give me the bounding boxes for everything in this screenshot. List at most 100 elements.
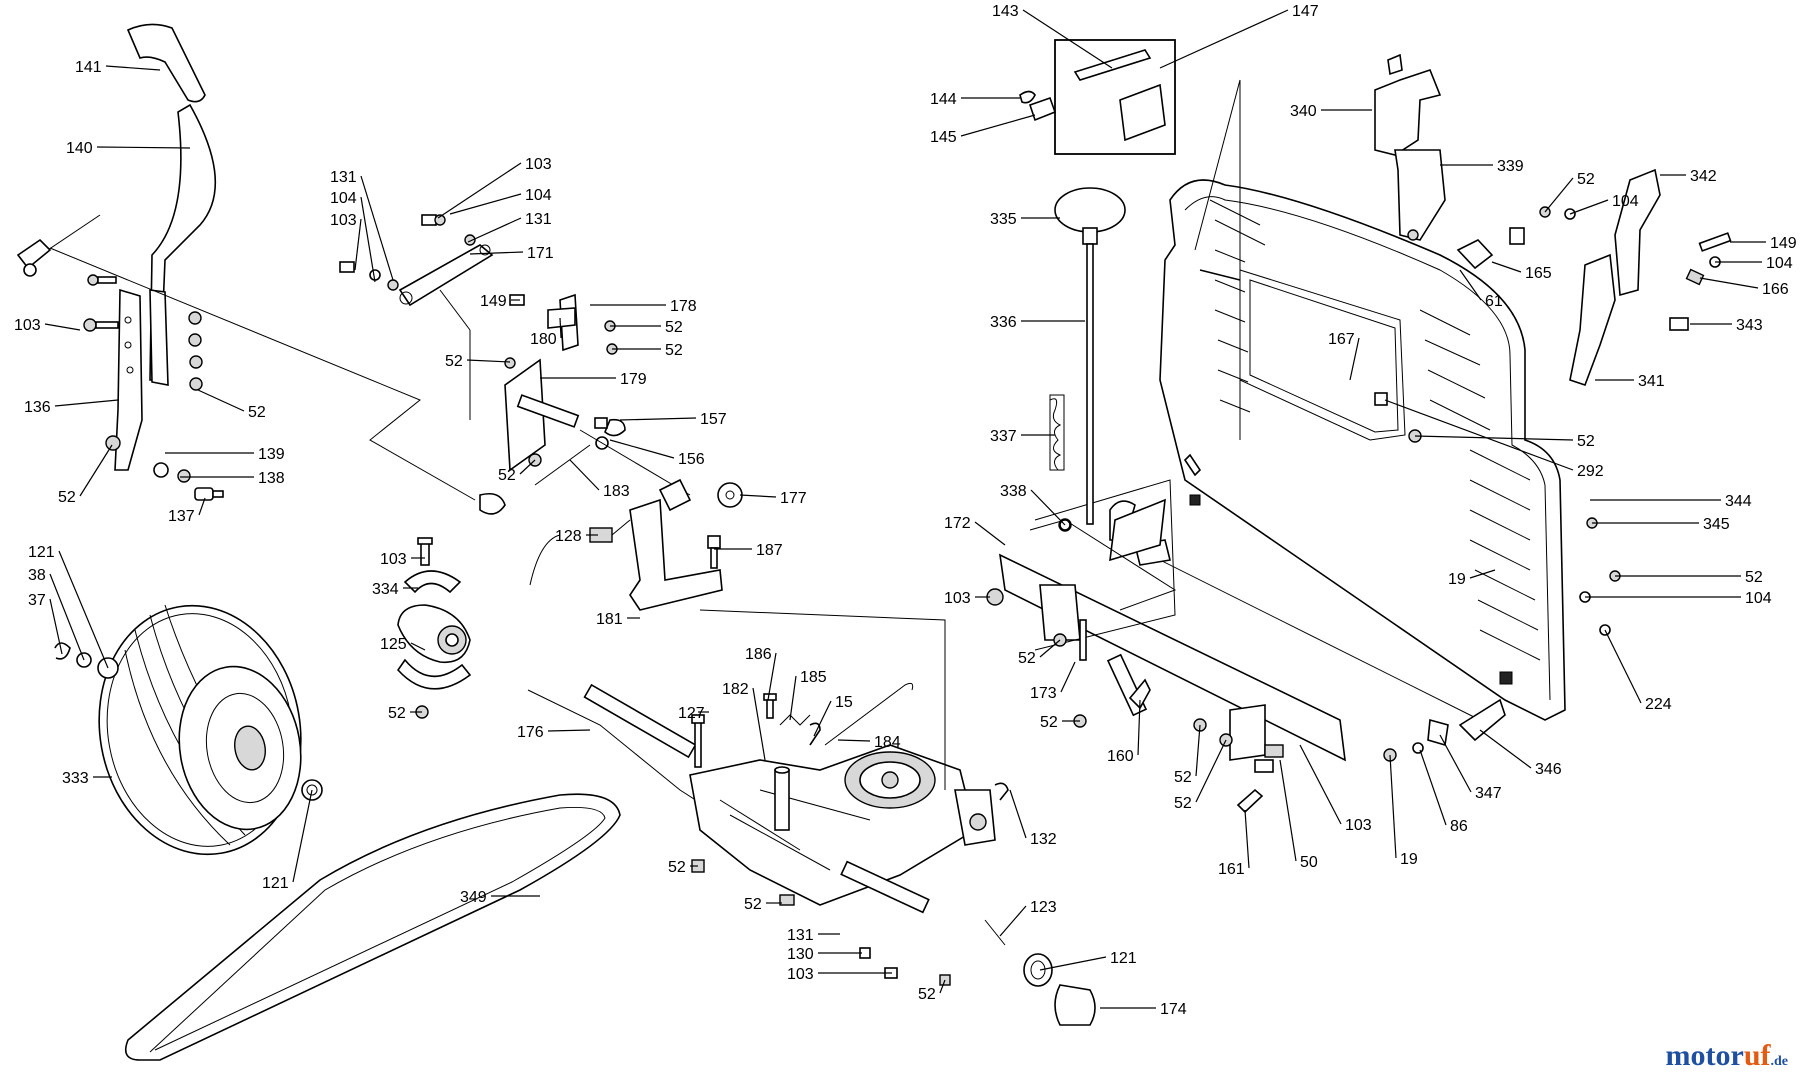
leader-line-184 [837, 739, 871, 742]
leader-line-140 [96, 146, 191, 149]
leader-line-52 [197, 389, 245, 412]
leader-line-15 [813, 700, 832, 737]
leader-line-156 [609, 439, 675, 459]
callout-label-140: 140 [66, 140, 93, 157]
linkage-assembly [339, 214, 743, 611]
callout-label-121: 121 [28, 544, 55, 561]
brand-logo: motoruf.de [1666, 1039, 1788, 1073]
leader-line-104 [1569, 199, 1609, 215]
callout-label-166: 166 [1762, 281, 1789, 298]
leader-line-37 [49, 598, 63, 655]
callout-label-103: 103 [525, 156, 552, 173]
brand-main: motor [1665, 1039, 1744, 1072]
callout-label-103: 103 [1345, 817, 1372, 834]
callout-label-173: 173 [1030, 685, 1057, 702]
transaxle [527, 609, 1096, 1026]
leader-line-52 [1544, 177, 1574, 213]
callout-label-334: 334 [372, 581, 399, 598]
drive-lever-assembly [16, 23, 476, 501]
callout-label-131: 131 [525, 211, 552, 228]
fender-brackets [1374, 53, 1732, 636]
leader-line-145 [960, 114, 1036, 137]
leader-line-86 [1419, 749, 1447, 826]
callout-label-344: 344 [1725, 493, 1752, 510]
callout-label-186: 186 [745, 646, 772, 663]
leader-line-143 [1022, 9, 1113, 69]
leader-line-52 [519, 459, 536, 475]
leader-line-141 [105, 65, 161, 71]
shift-lever [1029, 187, 1177, 611]
callout-label-104: 104 [1745, 590, 1772, 607]
frame-assembly [986, 479, 1506, 814]
callout-label-172: 172 [944, 515, 971, 532]
callout-label-103: 103 [14, 317, 41, 334]
leader-line-180 [559, 317, 562, 339]
callout-label-103: 103 [330, 212, 357, 229]
callout-label-165: 165 [1525, 265, 1552, 282]
leader-line-52 [1195, 724, 1201, 777]
inset-switch-parts [1019, 39, 1176, 155]
callout-label-104: 104 [330, 190, 357, 207]
callout-label-184: 184 [874, 734, 901, 751]
leader-line-131 [467, 217, 522, 243]
callout-label-127: 127 [678, 705, 705, 722]
leader-line-346 [1479, 729, 1532, 769]
callout-label-123: 123 [1030, 899, 1057, 916]
leader-line-123 [999, 905, 1027, 937]
callout-label-136: 136 [24, 399, 51, 416]
leader-line-171 [469, 251, 524, 255]
callout-label-141: 141 [75, 59, 102, 76]
leader-line-161 [1244, 809, 1250, 869]
callout-label-52: 52 [665, 319, 683, 336]
callout-label-338: 338 [1000, 483, 1027, 500]
callout-label-174: 174 [1160, 1001, 1187, 1018]
callout-label-132: 132 [1030, 831, 1057, 848]
leader-line-147 [1159, 9, 1289, 69]
callout-label-345: 345 [1703, 516, 1730, 533]
callout-label-52: 52 [1577, 433, 1595, 450]
leader-line-172 [974, 521, 1006, 546]
leader-line-186 [767, 652, 777, 701]
leader-line-160 [1137, 699, 1141, 756]
callout-label-149: 149 [1770, 235, 1797, 252]
callout-label-187: 187 [756, 542, 783, 559]
callout-label-103: 103 [787, 966, 814, 983]
callout-label-19: 19 [1400, 851, 1418, 868]
callout-label-52: 52 [918, 986, 936, 1003]
drive-belt [124, 793, 621, 1061]
leader-line-347 [1439, 734, 1472, 793]
callout-label-337: 337 [990, 428, 1017, 445]
callout-label-347: 347 [1475, 785, 1502, 802]
callout-label-104: 104 [525, 187, 552, 204]
callout-label-50: 50 [1300, 854, 1318, 871]
leader-line-176 [547, 729, 591, 732]
callout-label-138: 138 [258, 470, 285, 487]
callout-label-52: 52 [1174, 795, 1192, 812]
leader-line-121 [1039, 956, 1107, 971]
callout-label-333: 333 [62, 770, 89, 787]
callout-label-52: 52 [388, 705, 406, 722]
leader-line-52 [79, 444, 113, 497]
leader-line-183 [569, 459, 600, 491]
callout-label-52: 52 [1040, 714, 1058, 731]
callout-label-156: 156 [678, 451, 705, 468]
pulley-bracket [396, 537, 472, 719]
callout-label-130: 130 [787, 946, 814, 963]
callout-label-19: 19 [1448, 571, 1466, 588]
leader-line-19 [1389, 754, 1397, 859]
callout-label-52: 52 [248, 404, 266, 421]
callout-label-52: 52 [744, 896, 762, 913]
leader-line-182 [752, 687, 766, 761]
callout-label-38: 38 [28, 567, 46, 584]
callout-label-137: 137 [168, 508, 195, 525]
callout-label-336: 336 [990, 314, 1017, 331]
leader-line-52 [1039, 639, 1061, 658]
callout-label-103: 103 [380, 551, 407, 568]
callout-label-131: 131 [330, 169, 357, 186]
callout-label-52: 52 [445, 353, 463, 370]
callout-label-178: 178 [670, 298, 697, 315]
callout-label-181: 181 [596, 611, 623, 628]
leader-line-132 [1009, 789, 1027, 839]
callout-label-185: 185 [800, 669, 827, 686]
fender-vents [1209, 199, 1541, 661]
